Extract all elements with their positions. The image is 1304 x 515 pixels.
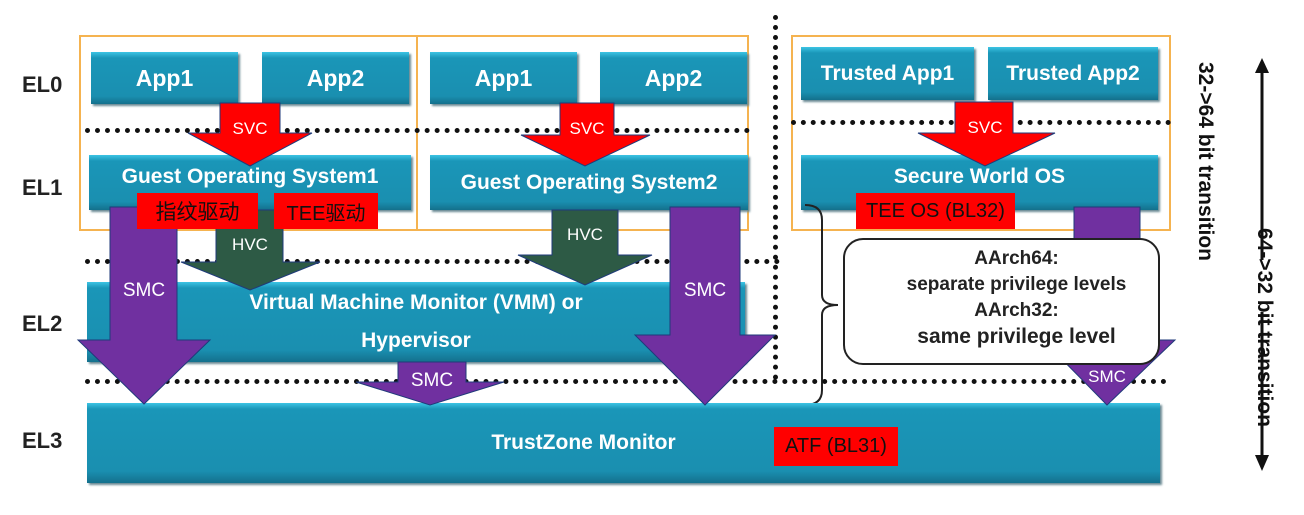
trusted-app2: Trusted App2 bbox=[988, 47, 1158, 100]
arrow-down-icon bbox=[1255, 312, 1269, 471]
note-line1: AArch64: bbox=[974, 248, 1059, 269]
note-line3: AArch32: bbox=[974, 300, 1059, 321]
vm2-app1: App1 bbox=[430, 52, 577, 104]
vm1-app2: App2 bbox=[262, 52, 409, 104]
hypervisor-line2: Hypervisor bbox=[361, 329, 471, 352]
svg-text:SVC: SVC bbox=[570, 119, 605, 138]
hvc-arrow-vm2: HVC bbox=[517, 209, 653, 286]
el3-label: EL3 bbox=[22, 428, 63, 453]
transition-arrows bbox=[1255, 58, 1269, 471]
transition-64-to-32: 64->32 bit transition bbox=[1253, 228, 1276, 427]
svg-text:SVC: SVC bbox=[233, 119, 268, 138]
world-divider bbox=[773, 15, 778, 380]
svg-text:HVC: HVC bbox=[567, 225, 603, 244]
vm1-app1: App1 bbox=[91, 52, 238, 104]
svc-arrow-vm2: SVC bbox=[520, 102, 651, 167]
tee-os-label: TEE OS (BL32) bbox=[856, 193, 1015, 229]
svg-text:SMC: SMC bbox=[684, 280, 726, 301]
smc-arrow-vm1: SMC bbox=[76, 206, 212, 405]
svc-arrow-vm1: SVC bbox=[187, 102, 313, 167]
tee-driver-label: TEE驱动 bbox=[274, 193, 378, 229]
el1-el2-divider bbox=[85, 259, 780, 264]
transition-32-to-64: 32->64 bit transition bbox=[1194, 62, 1217, 261]
svg-text:HVC: HVC bbox=[232, 235, 268, 254]
svg-text:SVC: SVC bbox=[968, 118, 1003, 137]
smc-arrow-vm2: SMC bbox=[633, 206, 777, 406]
hvc-arrow-vm1: HVC bbox=[180, 209, 321, 291]
note-line4: same privilege level bbox=[917, 325, 1116, 348]
fingerprint-driver-label: 指纹驱动 bbox=[137, 193, 258, 229]
svg-text:SMC: SMC bbox=[411, 370, 453, 391]
arrow-up-icon bbox=[1255, 58, 1269, 260]
el0-el1-divider bbox=[85, 128, 750, 133]
aarch-note: AArch64: separate privilege levels AArch… bbox=[843, 238, 1160, 365]
note-line2: separate privilege levels bbox=[906, 274, 1127, 295]
el0-label: EL0 bbox=[22, 72, 63, 97]
brace-icon bbox=[804, 204, 839, 406]
trustzone-monitor: TrustZone Monitor bbox=[87, 403, 1160, 483]
el2-el3-divider bbox=[85, 379, 1167, 384]
trusted-app1: Trusted App1 bbox=[801, 47, 974, 100]
secure-frame bbox=[791, 35, 1171, 231]
guest-os2: Guest Operating System2 bbox=[430, 155, 748, 210]
svg-text:SMC: SMC bbox=[1088, 367, 1126, 386]
el1-label: EL1 bbox=[22, 175, 63, 200]
el2-label: EL2 bbox=[22, 311, 63, 336]
smc-arrow-hypervisor: SMC bbox=[355, 361, 505, 406]
svg-text:SMC: SMC bbox=[123, 280, 165, 301]
hypervisor-line1: Virtual Machine Monitor (VMM) or bbox=[249, 291, 583, 314]
atf-label: ATF (BL31) bbox=[774, 427, 898, 466]
vm2-app2: App2 bbox=[600, 52, 747, 104]
svc-arrow-secure: SVC bbox=[917, 101, 1056, 167]
